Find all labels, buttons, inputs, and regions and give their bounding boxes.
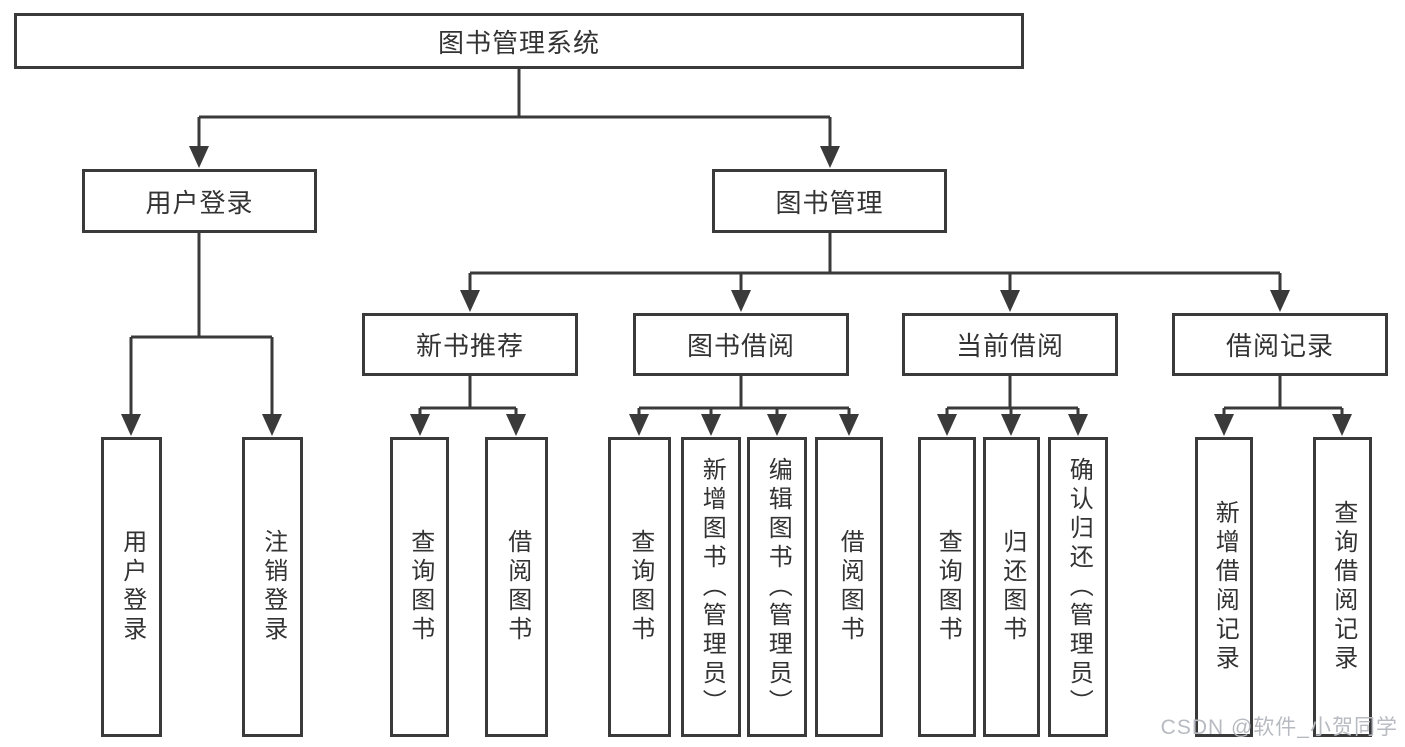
node-user-login-action: 用户登录 — [101, 437, 162, 737]
node-borrow-books-borrowing: 借阅图书 — [815, 437, 883, 737]
watermark: CSDN @软件_小贺同学 — [1160, 716, 1398, 739]
node-return-books: 归还图书 — [983, 437, 1040, 737]
node-label: 借阅图书 — [836, 529, 864, 645]
node-borrow-books-recommend: 借阅图书 — [485, 437, 548, 737]
node-label: 借阅图书 — [503, 529, 531, 645]
node-query-books-current: 查询图书 — [918, 437, 976, 737]
node-label: 注销登录 — [259, 529, 287, 645]
node-add-borrow-record: 新增借阅记录 — [1195, 437, 1253, 737]
node-label: 新增借阅记录 — [1211, 500, 1239, 674]
node-query-borrow-record: 查询借阅记录 — [1313, 437, 1372, 737]
node-label: 归还图书 — [998, 529, 1026, 645]
node-label: 确认归还（管理员） — [1065, 456, 1093, 718]
node-label: 新增图书（管理员） — [698, 456, 726, 718]
node-label: 用户登录 — [145, 187, 254, 218]
node-label: 当前借阅 — [955, 331, 1064, 361]
node-book-borrowing: 图书借阅 — [633, 313, 849, 376]
node-library-management-system: 图书管理系统 — [14, 13, 1024, 69]
node-book-management: 图书管理 — [712, 169, 947, 233]
node-label: 查询图书 — [406, 529, 434, 645]
node-query-books-recommend: 查询图书 — [390, 437, 449, 737]
node-label: 查询图书 — [934, 529, 962, 645]
node-new-book-recommendation: 新书推荐 — [362, 313, 578, 376]
node-logout-action: 注销登录 — [242, 437, 303, 737]
node-label: 图书管理 — [775, 187, 884, 218]
node-label: 查询图书 — [626, 529, 654, 645]
node-query-books-borrowing: 查询图书 — [608, 437, 671, 737]
node-add-books-admin: 新增图书（管理员） — [681, 437, 741, 737]
node-label: 图书借阅 — [686, 331, 795, 361]
node-label: 用户登录 — [118, 529, 146, 645]
node-borrowing-records: 借阅记录 — [1172, 313, 1388, 376]
node-user-login: 用户登录 — [82, 169, 317, 233]
node-label: 新书推荐 — [415, 331, 524, 361]
node-confirm-return-admin: 确认归还（管理员） — [1048, 437, 1108, 737]
node-edit-books-admin: 编辑图书（管理员） — [747, 437, 807, 737]
node-label: 编辑图书（管理员） — [764, 456, 792, 718]
node-label: 图书管理系统 — [437, 27, 600, 58]
node-label: 查询借阅记录 — [1329, 500, 1357, 674]
node-current-borrowing: 当前借阅 — [902, 313, 1118, 376]
node-label: 借阅记录 — [1225, 331, 1334, 361]
